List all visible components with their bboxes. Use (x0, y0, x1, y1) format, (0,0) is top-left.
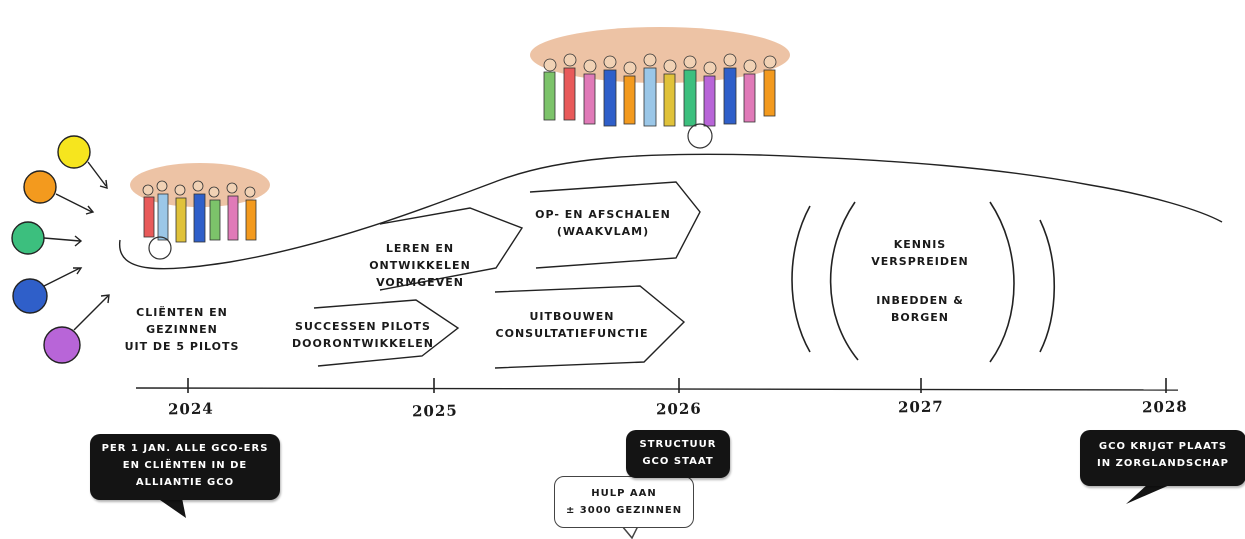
arrow-label-line: Leren en ontwikkelen (369, 242, 471, 272)
growth-curve (119, 153, 1223, 270)
blue-circle-icon (12, 267, 83, 314)
bubble-line: Per 1 jan. alle GCO-ers (101, 443, 269, 454)
bubble-plaats: GCO krijgt plaats in zorglandschap (1080, 430, 1245, 486)
bubble-line: alliantie GCO (135, 477, 235, 488)
bubble-line: ± 3000 gezinnen (565, 505, 683, 516)
clienten-label: Cliënten en gezinnen uit de 5 pilots (122, 304, 242, 355)
bubble-line: Structuur (639, 439, 717, 450)
bubble-structuur: Structuur GCO staat (626, 430, 730, 478)
arrow-label-leren: Leren en ontwikkelen vormgeven (340, 240, 500, 291)
arrow-label-successen: Successen pilots doorontwikkelen (288, 318, 438, 352)
bubble-line: in zorglandschap (1097, 458, 1229, 469)
year-2026: 2026 (655, 399, 702, 419)
bubble-line: Hulp aan (591, 488, 657, 499)
bracket-inner-right (989, 201, 1015, 363)
clienten-label-line: gezinnen (146, 323, 218, 336)
small-crowd-illustration (130, 163, 270, 260)
arrow-op-af (529, 181, 701, 269)
arrow-label-line: (waakvlam) (556, 225, 650, 238)
bubble-tail-plaats (1126, 484, 1172, 504)
arrow-label-line: vormgeven (376, 276, 464, 289)
borgen-line: Inbedden & (876, 294, 964, 307)
year-2024: 2024 (167, 399, 214, 419)
arrow-label-line: Successen pilots (295, 320, 431, 333)
arrow-label-line: Uitbouwen (529, 310, 615, 323)
kennis-label: Kennis verspreiden (850, 236, 990, 270)
large-crowd-illustration (530, 27, 790, 149)
bubble-line: GCO krijgt plaats (1098, 441, 1228, 452)
arrow-label-line: doorontwikkelen (292, 337, 434, 350)
orange-circle-icon (23, 170, 95, 215)
green-circle-icon (11, 221, 83, 255)
kennis-line: Kennis (893, 238, 947, 251)
borgen-label: Inbedden & borgen (850, 292, 990, 326)
borgen-line: borgen (891, 311, 949, 324)
bubble-tail-hulp (621, 525, 639, 539)
arrow-label-line: Op- en afschalen (535, 208, 671, 221)
arrow-label-line: consultatiefunctie (495, 327, 649, 340)
arrow-successen (313, 299, 460, 367)
year-2025: 2025 (411, 401, 458, 421)
bracket-inner-left (829, 201, 859, 361)
bracket-outer-left (791, 205, 811, 353)
arrow-uitbouwen (494, 285, 686, 369)
bubble-tail-jan (160, 498, 186, 518)
arrow-label-uitbouwen: Uitbouwen consultatiefunctie (492, 308, 652, 342)
bubble-line: en cliënten in de (122, 460, 248, 471)
bracket-outer-right (1039, 219, 1056, 353)
kennis-line: verspreiden (871, 255, 969, 268)
purple-circle-icon (43, 294, 110, 364)
arrow-leren (379, 207, 524, 291)
arrow-label-op-af: Op- en afschalen (waakvlam) (528, 206, 678, 240)
bubble-hulp: Hulp aan ± 3000 gezinnen (554, 476, 694, 528)
bubble-line: GCO staat (642, 456, 714, 467)
year-2028: 2028 (1141, 397, 1188, 417)
yellow-circle-icon (57, 135, 108, 189)
timeline-axis (135, 387, 1179, 391)
clienten-label-line: Cliënten en (136, 306, 228, 319)
bubble-jan: Per 1 jan. alle GCO-ers en cliënten in d… (90, 434, 280, 500)
year-2027: 2027 (897, 397, 944, 417)
clienten-label-line: uit de 5 pilots (124, 340, 240, 353)
